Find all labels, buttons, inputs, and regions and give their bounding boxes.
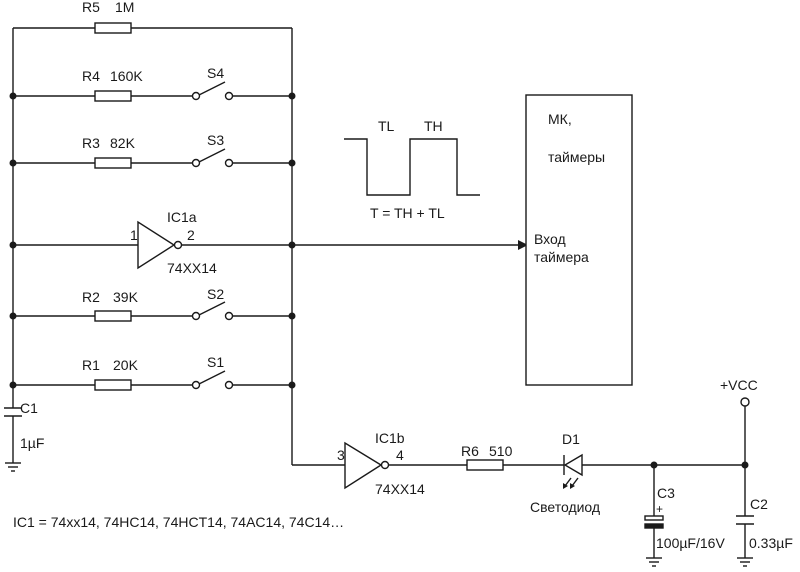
ic1b-pin-in: 3	[337, 447, 345, 463]
timer-input-arrow	[518, 240, 528, 250]
led-label: Светодиод	[530, 499, 600, 515]
led-triangle	[563, 453, 583, 477]
switch-s2-lever	[198, 301, 226, 316]
square-wave	[344, 138, 480, 196]
mcu-title: МК,	[548, 111, 572, 127]
mcu-subtitle: таймеры	[548, 149, 605, 165]
waveform-formula: T = TH + TL	[370, 205, 445, 221]
ic1a-pin-out: 2	[187, 227, 195, 243]
switch-s4-contact-right	[224, 91, 234, 101]
r5-ref: R5	[82, 0, 100, 15]
switch-s3-contact-right	[224, 158, 234, 168]
resistor-r5	[94, 22, 132, 34]
switch-s2-contact-right	[224, 311, 234, 321]
c3-value: 100µF/16V	[656, 535, 725, 551]
c1-value: 1µF	[20, 435, 44, 451]
c1-capacitor: C1 1µF	[4, 400, 44, 472]
r6-ref: R6	[461, 443, 479, 459]
waveform-th-label: TH	[424, 118, 443, 134]
r5-value: 1M	[115, 0, 134, 15]
switch-s4-lever	[198, 81, 226, 96]
ic1a-branch: 1 2 IC1a 74XX14	[9, 209, 528, 276]
r6-branch: R6 510	[461, 443, 564, 471]
ic1a-pin-in: 1	[130, 227, 138, 243]
ic1b-branch: 3 4 IC1b 74XX14	[337, 430, 467, 497]
vcc-terminal	[740, 397, 750, 407]
mcu-input-line2: таймера	[534, 249, 589, 265]
switch-s2-contact-left	[191, 311, 201, 321]
r3-branch: R3 82K S3	[9, 132, 296, 169]
ic1b-output-bubble	[380, 460, 390, 470]
c3-positive-plate	[644, 515, 664, 521]
ic1b-ref: IC1b	[375, 430, 405, 446]
switch-s4-contact-left	[191, 91, 201, 101]
c2-ref: C2	[750, 496, 768, 512]
r2-ref: R2	[82, 289, 100, 305]
resistor-r1	[94, 379, 132, 391]
resistor-r3	[94, 157, 132, 169]
ic1b-type: 74XX14	[375, 481, 425, 497]
waveform-tl-label: TL	[378, 118, 395, 134]
c1-ref: C1	[20, 400, 38, 416]
r4-value: 160K	[110, 68, 143, 84]
c2-value: 0.33µF	[749, 535, 793, 551]
ic1b-pin-out: 4	[396, 447, 404, 463]
r1-value: 20K	[113, 357, 139, 373]
mcu-block: МК, таймеры Вход таймера	[525, 94, 633, 386]
inverter-ic1b	[344, 441, 383, 490]
s1-label: S1	[207, 354, 224, 370]
r2-value: 39K	[113, 289, 139, 305]
switch-s3-contact-left	[191, 158, 201, 168]
resistor-r6	[466, 459, 504, 471]
r1-branch: R1 20K S1	[9, 354, 296, 391]
r6-value: 510	[489, 443, 513, 459]
led-ref: D1	[562, 431, 580, 447]
ground-icon	[646, 557, 662, 567]
resistor-r2	[94, 310, 132, 322]
switch-s3-lever	[198, 148, 226, 163]
ic1a-output-bubble	[173, 240, 183, 250]
timing-waveform: TL TH T = TH + TL	[344, 118, 480, 221]
led-light-arrows-icon	[563, 477, 579, 489]
r5-branch: R5 1M	[13, 0, 292, 34]
resistor-r4	[94, 90, 132, 102]
mcu-input-line1: Вход	[534, 231, 566, 247]
ic-compat-note: IC1 = 74xx14, 74HC14, 74HCT14, 74AC14, 7…	[13, 514, 344, 530]
s4-label: S4	[207, 65, 224, 81]
s2-label: S2	[207, 286, 224, 302]
vcc-c2: +VCC C2 0.33µF	[720, 377, 793, 567]
r4-ref: R4	[82, 68, 100, 84]
r3-ref: R3	[82, 135, 100, 151]
c3-negative-plate	[644, 523, 664, 529]
led-d1: D1 Светодиод	[530, 431, 745, 515]
r1-ref: R1	[82, 357, 100, 373]
ic1a-ref: IC1a	[167, 209, 197, 225]
r4-branch: R4 160K S4	[9, 65, 296, 102]
switch-s1-contact-right	[224, 380, 234, 390]
c3-ref: C3	[657, 485, 675, 501]
r2-branch: R2 39K S2	[9, 286, 296, 322]
c3-capacitor: C3 + 100µF/16V	[644, 461, 725, 567]
ic1a-type: 74XX14	[167, 260, 217, 276]
s3-label: S3	[207, 132, 224, 148]
ground-icon	[737, 557, 753, 567]
switch-s1-lever	[198, 370, 226, 385]
switch-s1-contact-left	[191, 380, 201, 390]
mcu-box	[525, 94, 633, 386]
vcc-label: +VCC	[720, 377, 758, 393]
inverter-ic1a	[137, 220, 176, 270]
c3-polarity: +	[656, 502, 663, 516]
r3-value: 82K	[110, 135, 136, 151]
ground-icon	[5, 462, 21, 472]
